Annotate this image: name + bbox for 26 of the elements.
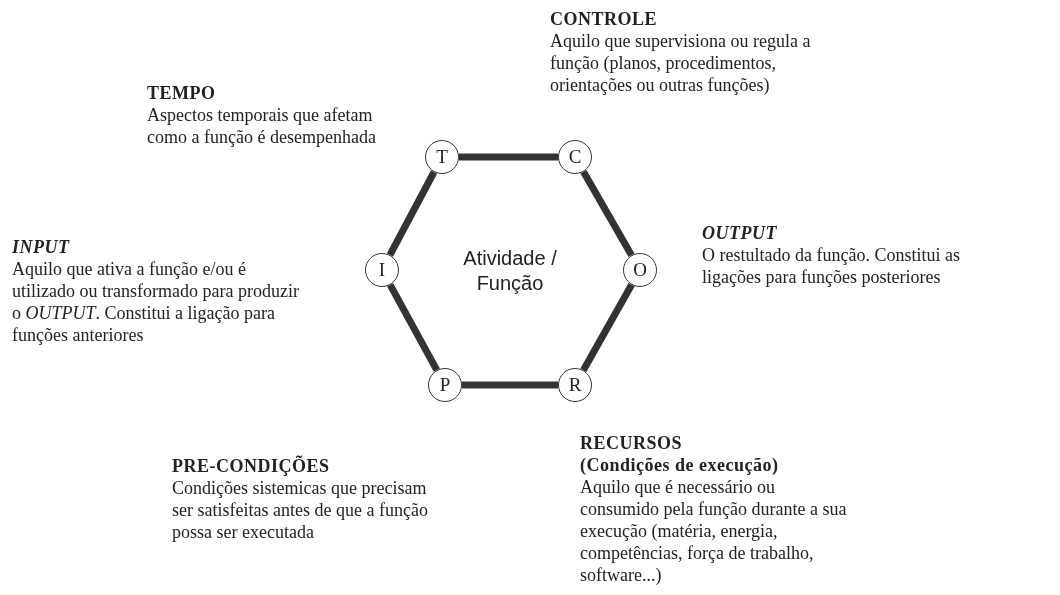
aspect-description: Condições sistemicas que precisam ser satisfeitas antes de que a função possa ser executada [172, 477, 429, 543]
aspect-description: Aquilo que supervisiona ou regula a função (planos, procedimentos, orientações ou outras funções) [550, 30, 812, 96]
aspect-heading: RECURSOS [580, 432, 684, 454]
aspect-description: Aspectos temporais que afetam como a função é desempenhada [147, 104, 377, 148]
aspect-description: Aquilo que ativa a função e/ou é utilizado ou transformado para produzir o OUTPUT. Constitui a ligação para funções anteriores [12, 258, 300, 346]
aspect-description: Aquilo que é necessário ou consumido pela função durante a sua execução (matéria, energia, competências, força de trabalho, software...) [580, 476, 848, 586]
connector-line [386, 170, 438, 257]
aspect-heading: (Condições de execução) [580, 454, 780, 476]
aspect-circle: O [623, 253, 657, 287]
aspect-circle: R [558, 368, 592, 402]
aspect-heading: PRE-CONDIÇÕES [172, 455, 331, 477]
aspect-circle: P [428, 368, 462, 402]
aspect-circle: T [425, 140, 459, 174]
aspect-heading: INPUT [12, 236, 71, 258]
activity-label: Atividade / Função [462, 246, 558, 296]
aspect-heading: CONTROLE [550, 8, 659, 30]
connector-line [387, 283, 440, 372]
aspect-heading: TEMPO [147, 82, 217, 104]
aspect-description: O restultado da função. Constitui as ligações para funções posteriores [702, 244, 961, 288]
aspect-circle: I [365, 253, 399, 287]
aspect-circle: C [558, 140, 592, 174]
connector-line [580, 170, 635, 257]
connector-line [459, 153, 558, 161]
connector-line [580, 283, 635, 372]
connector-line [462, 381, 558, 389]
aspect-heading: OUTPUT [702, 222, 778, 244]
